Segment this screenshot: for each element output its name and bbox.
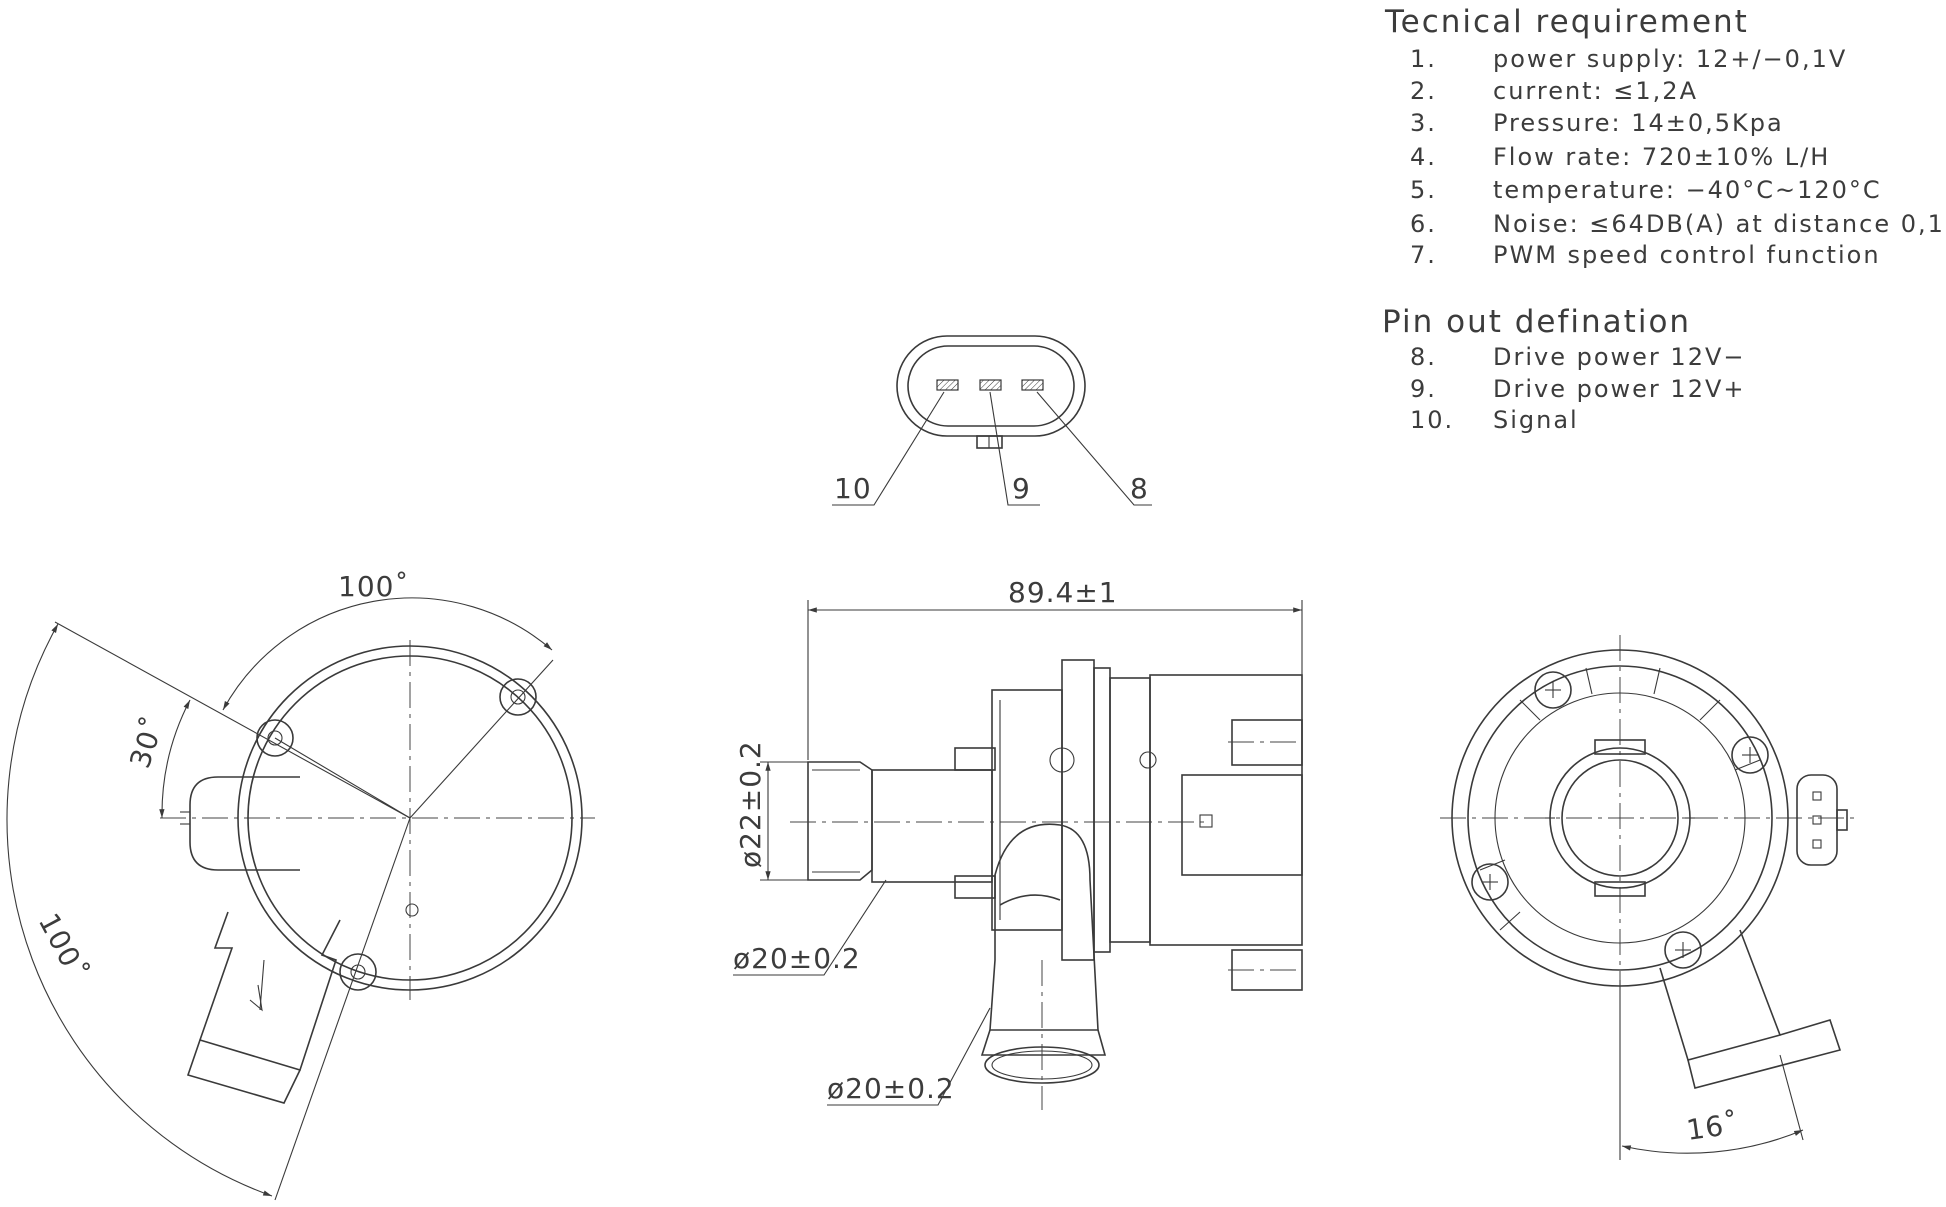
svg-text:1.: 1.: [1410, 45, 1437, 73]
callout-10: 10: [834, 472, 872, 505]
callout-9: 9: [1012, 472, 1031, 505]
screw-1: [1534, 671, 1572, 709]
svg-text:6.: 6.: [1410, 210, 1437, 238]
technical-requirement-title: Tecnical requirement: [1384, 4, 1749, 40]
pin-10: [936, 379, 959, 391]
spec-item-7: 7. PWM speed control function: [1410, 241, 1881, 269]
svg-text:PWM speed control function: PWM speed control function: [1493, 241, 1881, 269]
svg-text:10.: 10.: [1410, 406, 1454, 434]
spec-item-3: 3. Pressure: 14±0,5Kpa: [1410, 109, 1784, 137]
svg-text:Flow rate: 720±10%: Flow rate: 720±10% L/H: [1493, 143, 1830, 171]
svg-text:temperature: −40°C~120°C: temperature: −40°C~120°C: [1493, 176, 1882, 204]
pinout-title: Pin out defination: [1382, 304, 1691, 340]
connector-detail: 10 9 8: [832, 335, 1152, 506]
pinout-block: Pin out defination 8. Drive power 12V− 9…: [1382, 304, 1746, 434]
technical-requirement-block: Tecnical requirement 1. power supply: 12…: [1384, 4, 1946, 269]
svg-text:5.: 5.: [1410, 176, 1437, 204]
screw-3: [1471, 863, 1509, 901]
svg-text:3.: 3.: [1410, 109, 1437, 137]
pin-8: [1021, 379, 1044, 391]
svg-text:current: ≤1,2A: current: ≤1,2A: [1493, 77, 1698, 105]
svg-text:9.: 9.: [1410, 375, 1437, 403]
left-top-view: 100˚ 30˚ 100˚: [6, 570, 595, 1201]
screw-4: [1664, 931, 1702, 969]
pinout-item-8: 8. Drive power 12V−: [1410, 343, 1746, 371]
right-front-view: 16˚: [1440, 635, 1860, 1160]
spec-item-4: 4. Flow rate: 720±10% L/H: [1410, 143, 1830, 171]
pin-9: [979, 379, 1002, 391]
dim-inlet-diameter: ø22±0.2: [734, 740, 767, 868]
middle-side-view: 89.4±1 ø22±0.2 ø20±0.2: [733, 576, 1303, 1110]
dim-inlet-outer: ø20±0.2: [733, 942, 861, 975]
spec-item-1: 1. power supply: 12+/−0,1V: [1410, 45, 1847, 73]
svg-text:Drive power 12V−: Drive power 12V−: [1493, 343, 1746, 371]
spec-item-2: 2. current: ≤1,2A: [1410, 77, 1698, 105]
spec-item-5: 5. temperature: −40°C~120°C: [1410, 176, 1882, 204]
svg-text:2.: 2.: [1410, 77, 1437, 105]
svg-text:Drive power 12V+: Drive power 12V+: [1493, 375, 1746, 403]
dim-angle-right: 16˚: [1684, 1107, 1741, 1147]
svg-text:Noise: ≤64DB(A) at distance 0,: Noise: ≤64DB(A) at distance 0,1m: [1493, 210, 1946, 238]
svg-text:Pressure: 14±0,5Kpa: Pressure: 14±0,5Kpa: [1493, 109, 1784, 137]
svg-text:7.: 7.: [1410, 241, 1437, 269]
screw-2: [1731, 736, 1769, 774]
pinout-item-10: 10. Signal: [1410, 406, 1579, 434]
dim-length: 89.4±1: [1008, 576, 1118, 609]
dim-angle-top: 100˚: [338, 570, 409, 603]
pinout-item-9: 9. Drive power 12V+: [1410, 375, 1746, 403]
svg-text:4.: 4.: [1410, 143, 1437, 171]
spec-item-6: 6. Noise: ≤64DB(A) at distance 0,1m: [1410, 210, 1946, 238]
dim-angle-inner: 30˚: [123, 712, 171, 772]
callout-8: 8: [1130, 472, 1149, 505]
dim-angle-outer: 100˚: [32, 908, 95, 987]
dim-outlet-outer: ø20±0.2: [827, 1072, 955, 1105]
svg-text:8.: 8.: [1410, 343, 1437, 371]
svg-text:power supply: 12+/−0,1V: power supply: 12+/−0,1V: [1493, 45, 1847, 73]
svg-text:Signal: Signal: [1493, 406, 1579, 434]
